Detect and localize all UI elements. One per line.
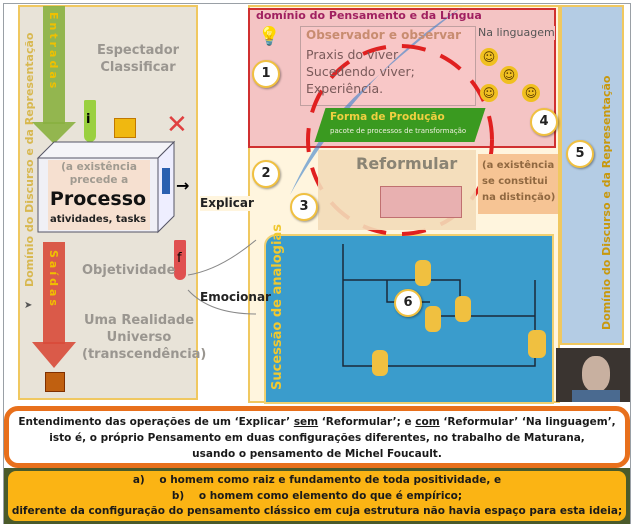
universo-text: Universo	[106, 330, 172, 345]
lightbulb-icon: 💡	[258, 26, 281, 47]
right-domain-panel	[560, 5, 624, 345]
classificar-text: Classificar	[100, 60, 176, 75]
note-line-1: (a existência	[61, 161, 137, 173]
smiley-icon: ☺	[480, 84, 498, 102]
process-title: Processo	[49, 188, 147, 210]
analogy-node-icon	[372, 350, 388, 376]
explicar-text: Explicar	[200, 196, 254, 211]
points-conclusion: diferente da configuração do pensamento …	[11, 505, 623, 517]
entradas-arrow	[32, 6, 76, 144]
na-linguagem-text: Na linguagem	[478, 26, 555, 40]
points-box: a) o homem como raiz e fundamento de tod…	[8, 471, 626, 521]
curved-arrows	[187, 239, 257, 315]
objetividade-text: Objetividade	[82, 263, 176, 278]
realidade-text: Uma Realidade	[83, 313, 195, 328]
distinction-line-1: (a existência	[482, 160, 555, 171]
analogy-node-icon	[455, 296, 471, 322]
analogias-label: Sucessão de analogias	[270, 224, 285, 390]
note-line-2: precede a	[69, 174, 129, 186]
reformular-text: Reformular	[356, 154, 458, 173]
f-marker: f	[174, 240, 186, 280]
marker-2: 2	[252, 160, 280, 188]
analogy-node-icon	[528, 330, 546, 358]
entradas-label: Entradas	[47, 12, 60, 92]
distinction-note: (a existência se constitui na distinção)	[478, 154, 558, 214]
saidas-label: Saídas	[47, 250, 60, 309]
summary-text: ‘Reformular’ ‘Na linguagem’,	[439, 416, 616, 428]
praxis-text: Praxis do viver Sucedendo viver; Experiê…	[306, 46, 415, 97]
production-subtitle: pacote de processos de transformação	[330, 127, 467, 135]
emocionar-text: Emocionar	[200, 290, 271, 304]
presenter-face	[582, 356, 610, 392]
summary-line-3: usando o pensamento de Michel Foucault.	[192, 448, 442, 460]
distinction-line-3: na distinção)	[482, 192, 556, 203]
reformular-cards	[380, 186, 462, 218]
marker-3: 3	[290, 193, 318, 221]
praxis-line-2: Sucedendo viver;	[306, 64, 415, 79]
grey-text-universo: Uma Realidade Universo (transcendência)	[82, 312, 207, 363]
analogy-node-icon	[425, 306, 441, 332]
summary-emphasis-sem: sem	[293, 416, 319, 428]
production-title: Forma de Produção	[330, 111, 445, 123]
summary-text: ‘Reformular’; e	[318, 416, 416, 428]
process-cube	[36, 140, 176, 234]
smiley-icon: ☺	[522, 84, 540, 102]
i-label: i	[86, 112, 91, 127]
red-dashed-circle	[306, 44, 494, 236]
praxis-line-1: Praxis do viver	[306, 47, 399, 62]
i-marker: i	[84, 100, 96, 142]
summary-line-2: isto é, o próprio Pensamento em duas con…	[49, 432, 585, 444]
marker-1: 1	[252, 60, 280, 88]
f-label: f	[177, 251, 182, 266]
point-a: a) o homem como raiz e fundamento de tod…	[132, 474, 502, 486]
process-note: (a existência precede a	[44, 161, 154, 187]
grey-text-espectador: Espectador Classificar	[82, 42, 194, 76]
marker-4: 4	[530, 108, 558, 136]
mouse-cursor-icon: ➤	[24, 300, 33, 311]
arrow-right-icon: →	[176, 176, 190, 195]
summary-emphasis-com: com	[415, 416, 440, 428]
distinction-line-2: se constitui	[482, 176, 548, 187]
analogias-panel	[264, 234, 554, 404]
marker-5: 5	[566, 140, 594, 168]
process-subtitle: atividades, tasks	[49, 214, 147, 225]
praxis-line-3: Experiência.	[306, 81, 384, 96]
observer-text: Observador e observar	[306, 28, 462, 42]
analogy-tree	[342, 244, 536, 367]
marker-6: 6	[394, 289, 422, 317]
summary-box: Entendimento das operações de um ‘Explic…	[4, 406, 630, 468]
smiley-icon: ☺	[480, 48, 498, 66]
webcam-video	[556, 348, 630, 402]
saidas-arrow	[32, 242, 76, 368]
analogy-node-icon	[415, 260, 431, 286]
point-b: b) o homem como elemento do que é empíri…	[171, 489, 463, 502]
pensamento-domain-title: domínio do Pensamento e da Língua	[256, 9, 482, 22]
output-cube-icon	[45, 372, 65, 392]
smiley-icon: ☺	[500, 66, 518, 84]
input-cube-icon	[114, 118, 136, 138]
presenter-shirt	[572, 390, 620, 402]
summary-line-1: Entendimento das operações de um ‘Explic…	[9, 414, 625, 430]
red-x-icon: ✕	[166, 110, 188, 140]
transcendencia-text: (transcendência)	[82, 347, 207, 362]
espectador-text: Espectador	[96, 43, 180, 58]
summary-text: Entendimento das operações de um ‘Explic…	[18, 416, 294, 428]
right-domain-label: Domínio do Discurso e da Representação	[600, 75, 613, 330]
